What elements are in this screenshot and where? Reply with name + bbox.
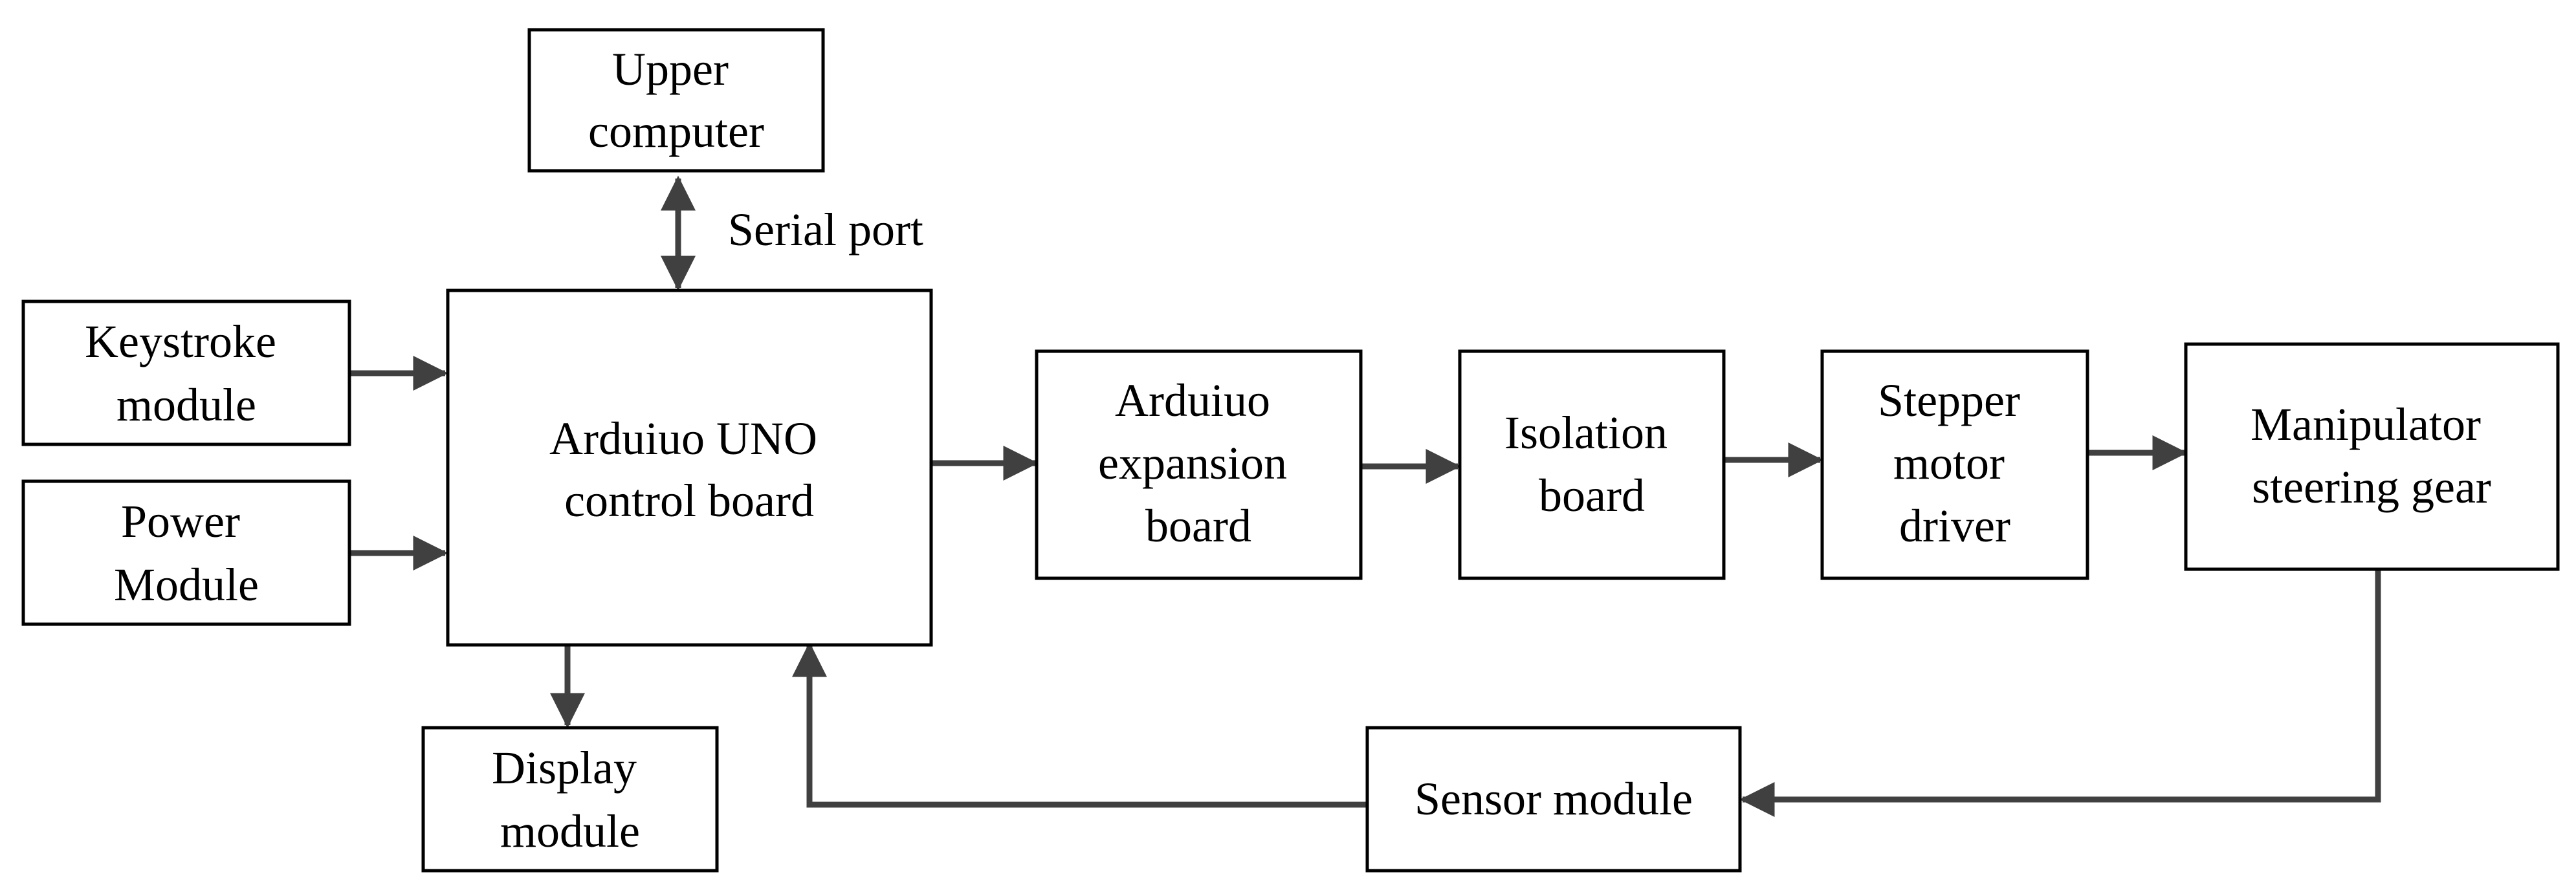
sensor-module-label: Sensor module <box>1415 773 1693 825</box>
power-module-box <box>21 479 351 626</box>
display-module-box <box>421 726 719 873</box>
upper-computer-label: Upper computer <box>588 43 764 157</box>
upper-computer-label-line1: Upper <box>612 43 729 95</box>
sensor-to-arduino-feedback-arrow <box>792 642 1367 808</box>
isolation-board-label: Isolation board <box>1504 407 1679 521</box>
keystroke-module-label-line1: Keystroke <box>85 316 276 367</box>
power-module-label-line1: Power <box>121 495 240 547</box>
stepper-driver-label-line3: driver <box>1899 500 2010 552</box>
display-module-label: Display module <box>492 742 648 857</box>
sensor-module-block: Sensor module <box>1365 726 1742 873</box>
serial-port-label: Serial port <box>728 204 923 256</box>
arduino-uno-label: Arduiuo UNO control board <box>549 413 829 527</box>
display-module-label-line1: Display <box>492 742 637 794</box>
display-module-block: Display module <box>421 726 719 873</box>
stepper-driver-label-line2: motor <box>1893 437 2005 489</box>
manipulator-label: Manipulator steering gear <box>2251 398 2493 513</box>
expansion-board-box <box>1035 349 1363 580</box>
manipulator-to-sensor-arrow <box>1739 569 2381 817</box>
stepper-driver-label-line1: Stepper <box>1878 375 2020 426</box>
arduino-expansion-board-block: Arduiuo expansion board <box>1035 349 1363 580</box>
sensor-module-box <box>1365 726 1742 873</box>
stepper-motor-driver-block: Stepper motor driver <box>1820 349 2089 580</box>
power-module-block: Power Module <box>21 479 351 626</box>
upper-computer-box <box>527 28 825 173</box>
keystroke-module-label: Keystroke module <box>85 316 288 431</box>
keystroke-module-label-line2: module <box>116 379 256 431</box>
expansion-board-label-line1: Arduiuo <box>1115 375 1270 426</box>
isolation-board-label-line1: Isolation <box>1504 407 1668 459</box>
expansion-board-label: Arduiuo expansion board <box>1098 375 1299 552</box>
keystroke-module-block: Keystroke module <box>21 299 351 446</box>
arduino-uno-control-board-block: Arduiuo UNO control board <box>446 288 933 647</box>
connectors <box>349 175 2381 817</box>
stepper-driver-box <box>1820 349 2089 580</box>
expansion-board-label-line3: board <box>1145 500 1251 552</box>
manipulator-label-line2: steering gear <box>2252 461 2491 513</box>
keystroke-module-box <box>21 299 351 446</box>
manipulator-label-line1: Manipulator <box>2251 398 2481 450</box>
stepper-driver-label: Stepper motor driver <box>1878 375 2032 552</box>
power-module-label-line2: Module <box>114 559 259 611</box>
isolation-board-box <box>1458 349 1726 580</box>
isolation-board-label-line2: board <box>1539 470 1645 521</box>
arduino-uno-box <box>446 288 933 647</box>
isolation-board-block: Isolation board <box>1458 349 1726 580</box>
upper-computer-block: Upper computer <box>527 28 825 173</box>
power-module-label: Power Module <box>114 495 259 611</box>
arduino-uno-label-line2: control board <box>564 475 814 527</box>
sensor-module-label-line1: Sensor module <box>1415 773 1693 825</box>
arduino-uno-label-line1: Arduiuo UNO <box>549 413 817 464</box>
upper-computer-label-line2: computer <box>588 105 764 157</box>
manipulator-box <box>2184 342 2560 571</box>
manipulator-steering-gear-block: Manipulator steering gear <box>2184 342 2560 571</box>
expansion-board-label-line2: expansion <box>1098 437 1287 489</box>
display-module-label-line2: module <box>500 805 640 857</box>
